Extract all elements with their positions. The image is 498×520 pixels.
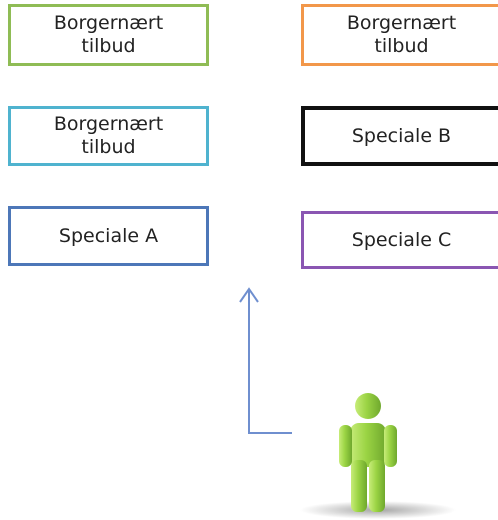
box-label: Speciale A <box>58 224 159 247</box>
box-speciale-b: Speciale B <box>301 106 498 166</box>
person-icon <box>339 393 397 512</box>
connector-line <box>248 289 292 434</box>
box-borgernaert-tilbud-orange: Borgernært tilbud <box>301 4 498 66</box>
box-label: Speciale B <box>351 124 452 147</box>
box-borgernaert-tilbud-cyan: Borgernært tilbud <box>8 106 209 166</box>
box-speciale-c: Speciale C <box>301 211 498 269</box>
box-label: Borgernært tilbud <box>53 113 164 158</box>
box-label: Speciale C <box>351 228 452 251</box>
box-speciale-a: Speciale A <box>8 206 209 266</box>
box-label: Borgernært tilbud <box>53 12 164 57</box>
box-label: Borgernært tilbud <box>346 12 457 57</box>
box-borgernaert-tilbud-green: Borgernært tilbud <box>8 4 209 66</box>
arrowhead <box>239 287 259 303</box>
